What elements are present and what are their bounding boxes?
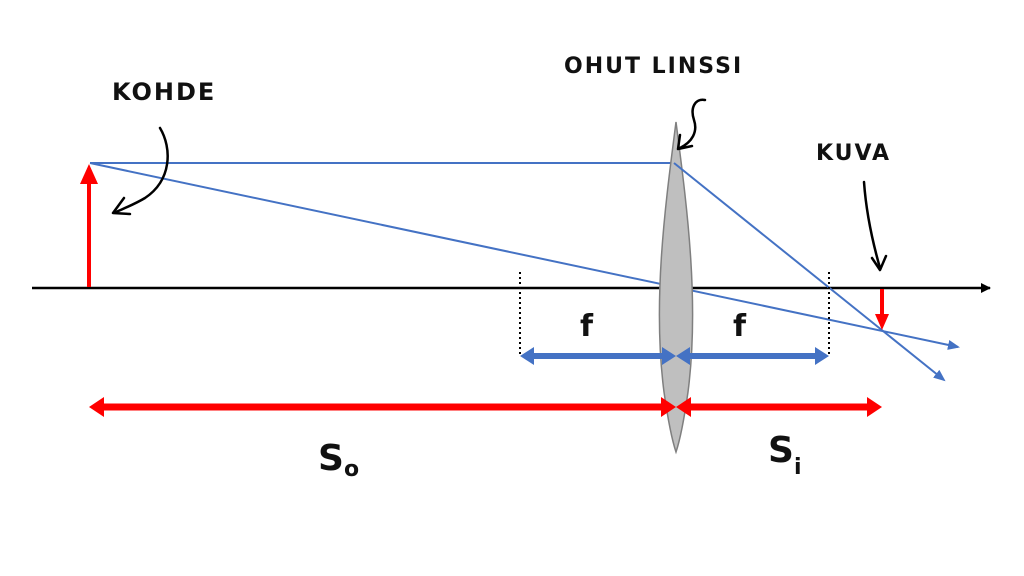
image-distance-arrow: [676, 397, 882, 417]
focal-arrow-right: [676, 347, 829, 365]
image-arrow-head: [875, 314, 889, 330]
ray-central: [89, 162, 960, 350]
image-distance-subscript: i: [794, 455, 802, 480]
object-distance-arrow: [89, 397, 676, 417]
image-pointer-head: [870, 254, 888, 272]
image-distance-label: S: [768, 430, 794, 471]
object-arrow-head: [80, 164, 98, 184]
thin-lens: [658, 121, 694, 455]
object-distance-subscript: o: [344, 457, 359, 482]
object-label: KOHDE: [112, 78, 216, 106]
lens-pointer-curve: [678, 98, 707, 150]
image-pointer-curve: [862, 180, 882, 270]
image-label: KUVA: [816, 141, 891, 166]
lens-pointer-head: [676, 133, 694, 151]
focal-length-label-right: f: [733, 309, 747, 344]
ray-refracted: [673, 162, 946, 382]
focal-length-label-left: f: [580, 309, 594, 344]
object-pointer-head: [111, 196, 132, 216]
lens-label: OHUT LINSSI: [564, 54, 743, 79]
object-distance-label: S: [318, 438, 344, 479]
focal-arrow-left: [520, 347, 676, 365]
object-pointer-curve: [114, 126, 169, 214]
